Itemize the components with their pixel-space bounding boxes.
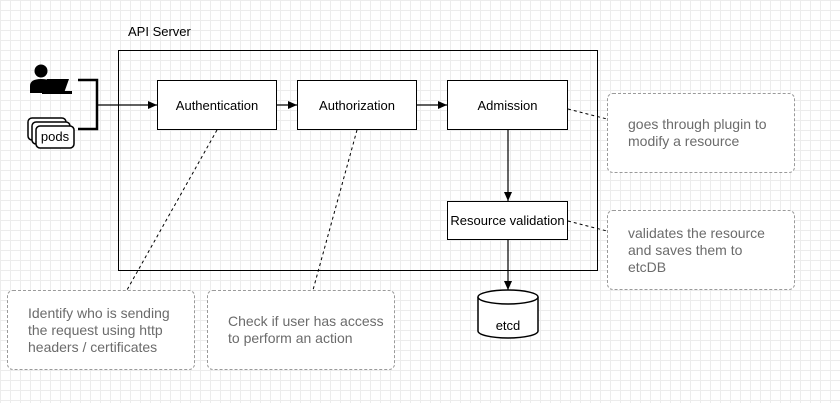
note-authentication: Identify who is sending the request usin… [7, 290, 195, 370]
note-admission-text: goes through plugin to modify a resource [628, 116, 767, 149]
note-authentication-text: Identify who is sending the request usin… [28, 304, 170, 355]
etcd-cylinder [477, 289, 539, 339]
pods-label: pods [40, 129, 70, 144]
pods-stack-icon [27, 117, 75, 149]
client-bracket [78, 78, 99, 131]
authentication-box: Authentication [157, 80, 277, 130]
note-resource-validation: validates the resource and saves them to… [607, 210, 795, 290]
note-authorization: Check if user has access to perform an a… [207, 290, 395, 370]
resource-validation-box: Resource validation [447, 201, 568, 240]
callout-admission [567, 108, 608, 120]
callout-authentication [126, 129, 218, 291]
note-resource-validation-text: validates the resource and saves them to… [628, 224, 765, 275]
api-server-title: API Server [128, 24, 191, 39]
note-admission: goes through plugin to modify a resource [607, 93, 795, 173]
api-server-frame [118, 50, 598, 271]
etcd-label: etcd [495, 318, 521, 333]
user-laptop-icon [30, 64, 72, 94]
callout-authorization [312, 129, 358, 291]
admission-box: Admission [447, 80, 568, 130]
authorization-box: Authorization [297, 80, 417, 130]
callout-validation [567, 220, 608, 232]
note-authorization-text: Check if user has access to perform an a… [228, 313, 384, 346]
